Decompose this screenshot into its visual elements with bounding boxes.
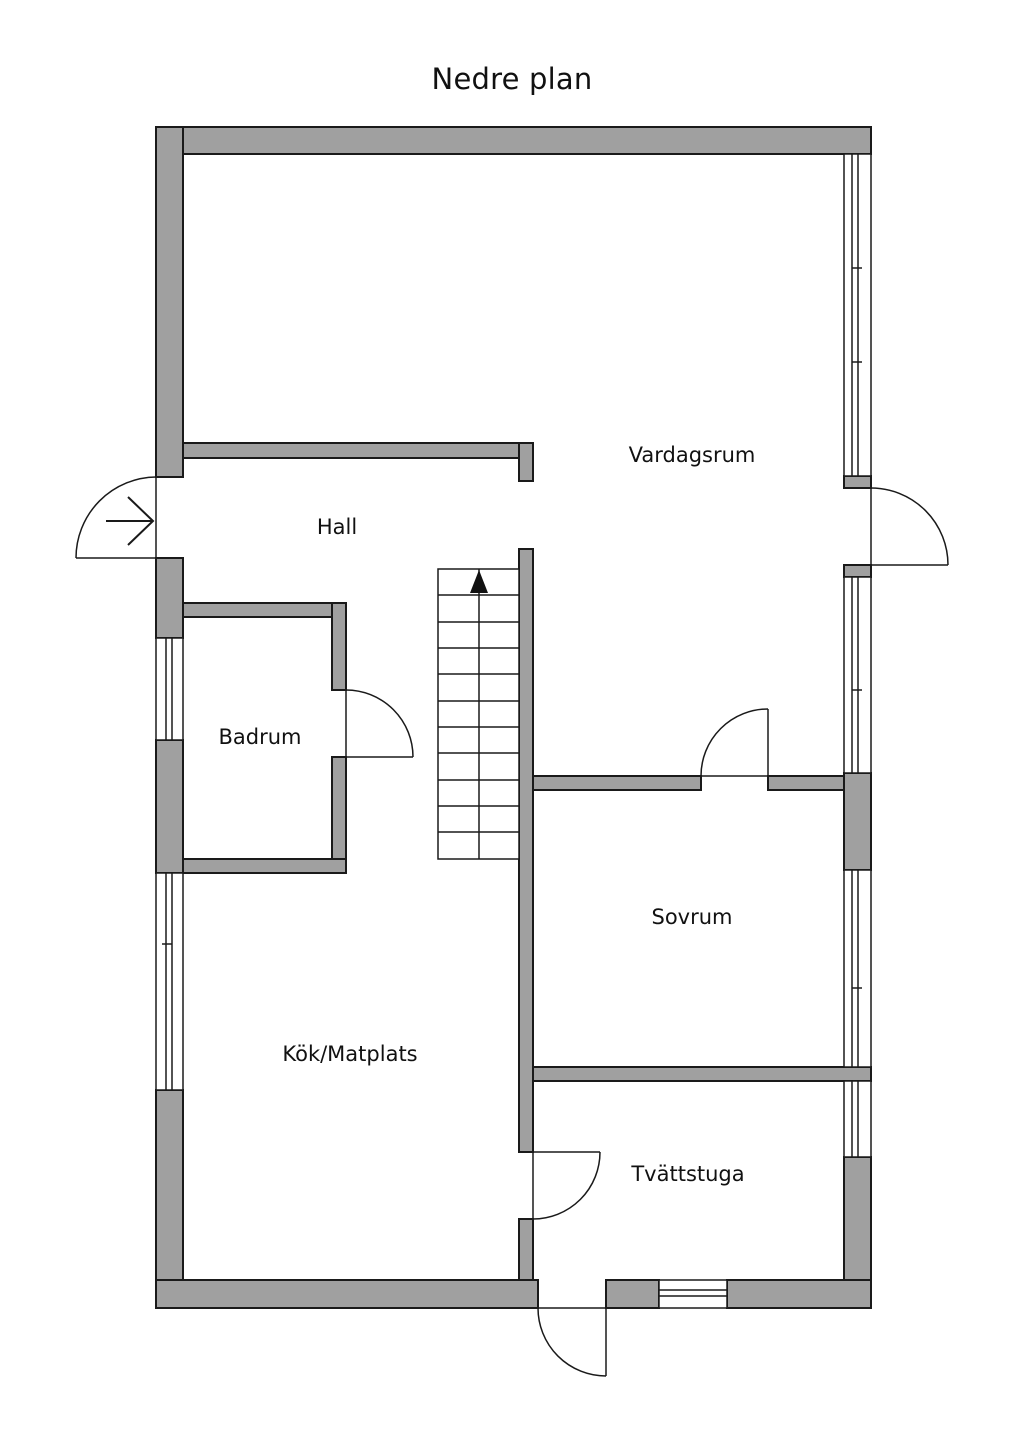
room-label-vardagsrum: Vardagsrum <box>629 443 756 467</box>
badrum-door <box>345 689 414 758</box>
room-label-hall: Hall <box>317 515 357 539</box>
room-label-tvattstuga: Tvättstuga <box>630 1162 744 1186</box>
windows <box>155 153 872 1309</box>
room-label-badrum: Badrum <box>218 725 301 749</box>
outer-walls <box>155 126 872 1309</box>
sovrum-door <box>700 708 769 777</box>
vardagsrum-outer-door <box>870 487 949 566</box>
interior-walls <box>182 442 872 1281</box>
doors <box>75 476 949 1377</box>
tvattstuga-outer-door <box>537 1307 607 1377</box>
stair-direction-arrow-icon <box>470 570 488 593</box>
entrance-door <box>75 476 157 559</box>
staircase <box>437 568 520 860</box>
plan-title: Nedre plan <box>431 62 593 96</box>
room-labels: Vardagsrum Hall Badrum Sovrum Kök/Matpla… <box>218 443 755 1186</box>
room-label-sovrum: Sovrum <box>651 905 732 929</box>
entrance-arrow-icon <box>106 496 155 546</box>
tvattstuga-door <box>532 1151 601 1220</box>
room-label-kok: Kök/Matplats <box>282 1042 417 1066</box>
